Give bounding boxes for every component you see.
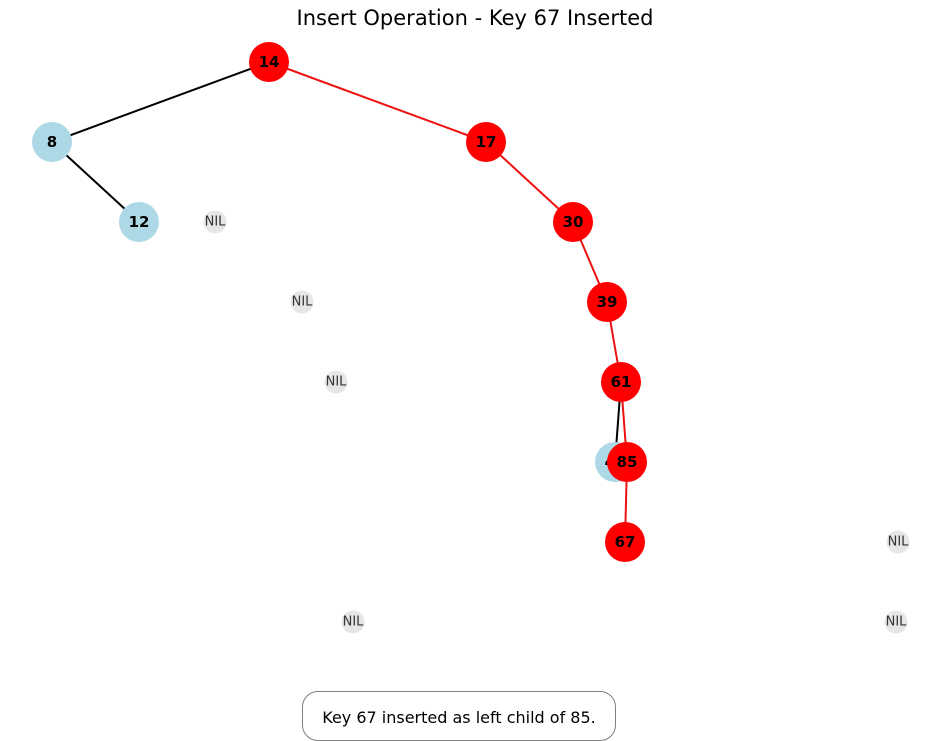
nil-node-label: NIL (326, 375, 348, 390)
node-circle (32, 122, 72, 162)
nil-node: NIL (290, 290, 314, 314)
nil-node-label: NIL (888, 535, 910, 550)
nil-node: NIL (203, 210, 227, 234)
tree-node-85: 85 (607, 442, 647, 482)
node-label: 8 (47, 133, 57, 151)
status-caption: Key 67 inserted as left child of 85. (302, 691, 616, 741)
nil-node-label: NIL (886, 615, 908, 630)
node-label: 14 (259, 53, 280, 71)
nil-node: NIL (341, 610, 365, 634)
node-label: 67 (615, 533, 636, 551)
nil-node-label: NIL (343, 615, 365, 630)
tree-node-39: 39 (587, 282, 627, 322)
node-circle (119, 202, 159, 242)
tree-node-8: 8 (32, 122, 72, 162)
nil-node-label: NIL (292, 295, 314, 310)
node-circle (553, 202, 593, 242)
nil-node-label: NIL (205, 215, 227, 230)
tree-node-12: 12 (119, 202, 159, 242)
nil-node-circle (886, 530, 910, 554)
tree-node-30: 30 (553, 202, 593, 242)
node-circle (587, 282, 627, 322)
node-label: 30 (563, 213, 584, 231)
page-title: Insert Operation - Key 67 Inserted (296, 6, 654, 30)
tree-edge-14-8 (51, 61, 270, 143)
node-circle (601, 362, 641, 402)
node-label: 12 (129, 213, 150, 231)
node-label: 85 (617, 453, 638, 471)
nil-node-circle (884, 610, 908, 634)
tree-node-67: 67 (605, 522, 645, 562)
nil-node: NIL (886, 530, 910, 554)
nil-node-circle (324, 370, 348, 394)
node-circle (605, 522, 645, 562)
tree-node-61: 61 (601, 362, 641, 402)
node-label: 61 (611, 373, 632, 391)
node-label: 17 (476, 133, 497, 151)
node-label: 39 (597, 293, 618, 311)
node-circle (249, 42, 289, 82)
nil-node-circle (341, 610, 365, 634)
nil-node-circle (290, 290, 314, 314)
tree-node-14: 14 (249, 42, 289, 82)
nil-node: NIL (884, 610, 908, 634)
nil-node-circle (203, 210, 227, 234)
tree-edge-14-17 (268, 61, 487, 143)
node-circle (607, 442, 647, 482)
nil-node: NIL (324, 370, 348, 394)
tree-node-17: 17 (466, 122, 506, 162)
node-circle (466, 122, 506, 162)
